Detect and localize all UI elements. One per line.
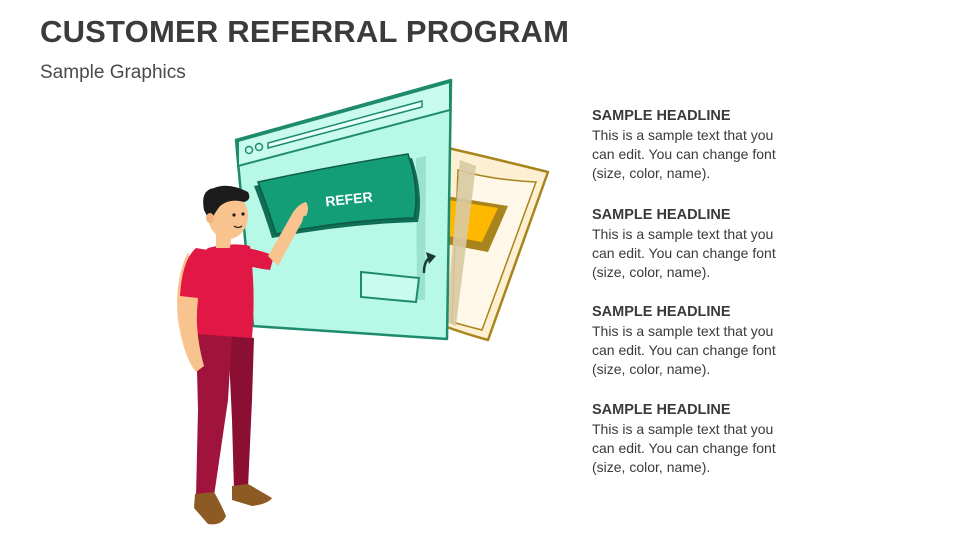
slide-title: CUSTOMER REFERRAL PROGRAM (40, 14, 570, 49)
body-line: (size, color, name). (592, 165, 711, 181)
block-headline: SAMPLE HEADLINE (592, 207, 731, 223)
refer-button-label: REFER (324, 189, 373, 210)
referral-illustration: REFER (177, 78, 550, 525)
body-line: (size, color, name). (592, 459, 711, 475)
body-line: can edit. You can change font (592, 245, 776, 261)
text-block-1: SAMPLE HEADLINE This is a sample text th… (592, 107, 932, 183)
block-body: This is a sample text that you can edit.… (592, 322, 797, 379)
block-headline: SAMPLE HEADLINE (592, 402, 731, 418)
text-block-4: SAMPLE HEADLINE This is a sample text th… (592, 401, 932, 477)
block-headline: SAMPLE HEADLINE (592, 108, 731, 124)
block-headline: SAMPLE HEADLINE (592, 304, 731, 320)
body-line: This is a sample text that you (592, 127, 774, 143)
block-body: This is a sample text that you can edit.… (592, 420, 797, 477)
body-line: can edit. You can change font (592, 146, 776, 162)
back-browser-window (442, 146, 550, 342)
cursor-arrow-icon (422, 252, 436, 274)
body-line: (size, color, name). (592, 361, 711, 377)
body-line: can edit. You can change font (592, 342, 776, 358)
slide-subtitle: Sample Graphics (40, 62, 186, 83)
text-block-3: SAMPLE HEADLINE This is a sample text th… (592, 303, 932, 379)
body-line: (size, color, name). (592, 264, 711, 280)
block-body: This is a sample text that you can edit.… (592, 126, 797, 183)
text-block-2: SAMPLE HEADLINE This is a sample text th… (592, 206, 932, 282)
person-figure (177, 185, 308, 525)
body-line: can edit. You can change font (592, 440, 776, 456)
body-line: This is a sample text that you (592, 323, 774, 339)
body-line: This is a sample text that you (592, 421, 774, 437)
block-body: This is a sample text that you can edit.… (592, 225, 797, 282)
body-line: This is a sample text that you (592, 226, 774, 242)
